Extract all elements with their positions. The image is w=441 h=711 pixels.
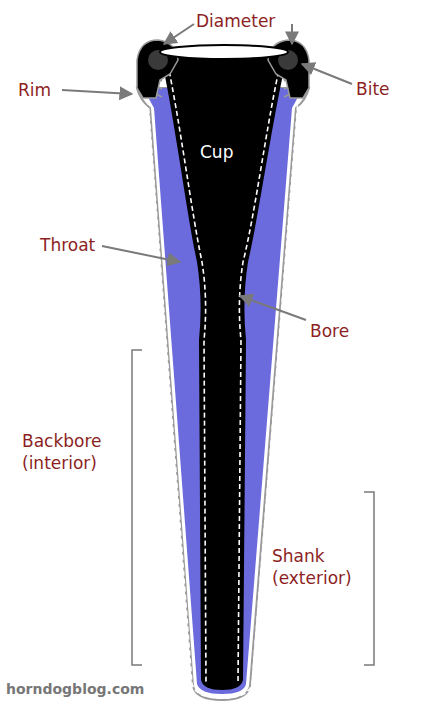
dimension-label: Diameter	[196, 10, 275, 32]
part-label: Shank (exterior)	[272, 545, 372, 589]
part-label: Cup	[200, 141, 233, 163]
brackets	[132, 350, 374, 665]
part-label: Backbore (interior)	[22, 430, 130, 474]
part-label: Bore	[310, 320, 349, 342]
part-label: Rim	[18, 79, 51, 101]
leader-lines	[62, 24, 352, 320]
watermark: horndogblog.com	[6, 678, 144, 700]
outer-dashed-line	[148, 100, 298, 698]
bore-interior	[160, 52, 288, 690]
cup-opening	[160, 45, 288, 59]
part-label: Bite	[356, 78, 390, 100]
part-label: Throat	[40, 234, 95, 256]
